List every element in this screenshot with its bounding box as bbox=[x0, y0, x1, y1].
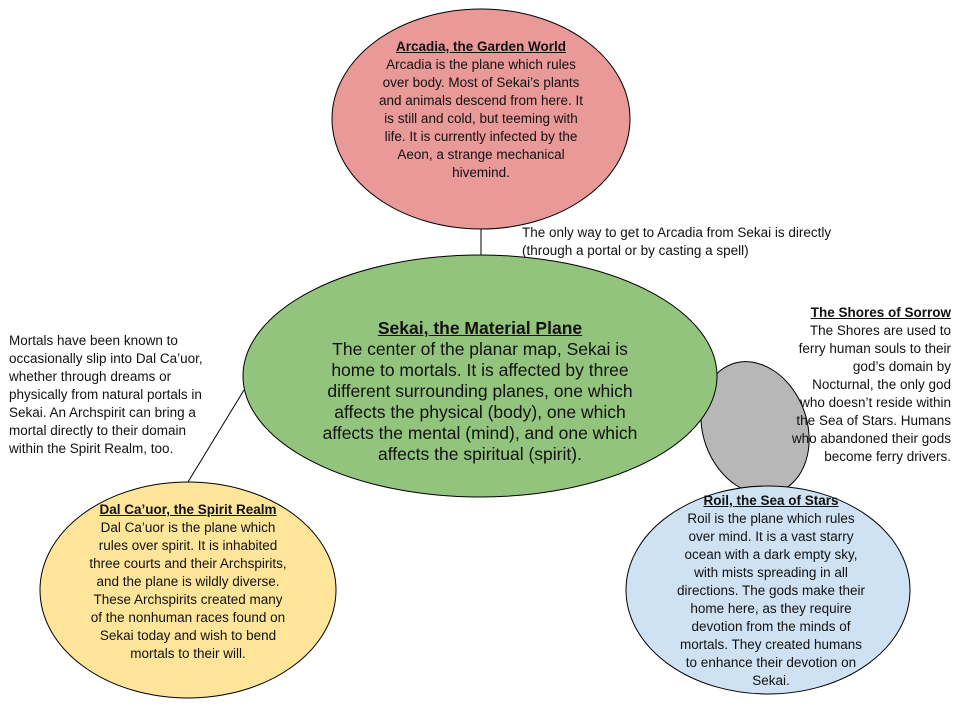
connector-sekai-dalcauor bbox=[187, 389, 245, 483]
shores-title: The Shores of Sorrow bbox=[810, 305, 951, 320]
arcadia-body: Arcadia is the plane which rules over bo… bbox=[378, 57, 584, 180]
arcadia-label: Arcadia, the Garden World Arcadia is the… bbox=[378, 38, 584, 182]
sekai-ellipse bbox=[242, 254, 718, 498]
roil-body: Roil is the plane which rules over mind.… bbox=[676, 511, 866, 688]
arcadia-access-note: The only way to get to Arcadia from Seka… bbox=[522, 225, 832, 258]
roil-title: Roil, the Sea of Stars bbox=[703, 493, 839, 508]
arcadia-title: Arcadia, the Garden World bbox=[395, 39, 567, 54]
shores-body: The Shores are used to ferry human souls… bbox=[791, 323, 951, 464]
dal-cauor-title: Dal Ca’uor, the Spirit Realm bbox=[99, 502, 277, 517]
sekai-body: The center of the planar map, Sekai is h… bbox=[322, 339, 638, 464]
dal-cauor-body: Dal Ca’uor is the plane which rules over… bbox=[89, 520, 287, 661]
arcadia-ellipse bbox=[331, 8, 631, 230]
roil-ellipse bbox=[625, 485, 911, 695]
spirit-access-note: Mortals have been known to occasionally … bbox=[9, 333, 203, 456]
dal-cauor-label: Dal Ca’uor, the Spirit Realm Dal Ca’uor … bbox=[88, 501, 288, 663]
sekai-label: Sekai, the Material Plane The center of … bbox=[318, 318, 642, 465]
shores-label: The Shores of Sorrow The Shores are used… bbox=[788, 304, 951, 466]
sekai-title: Sekai, the Material Plane bbox=[377, 318, 583, 338]
dal-cauor-ellipse bbox=[39, 481, 337, 699]
roil-label: Roil, the Sea of Stars Roil is the plane… bbox=[676, 492, 866, 690]
